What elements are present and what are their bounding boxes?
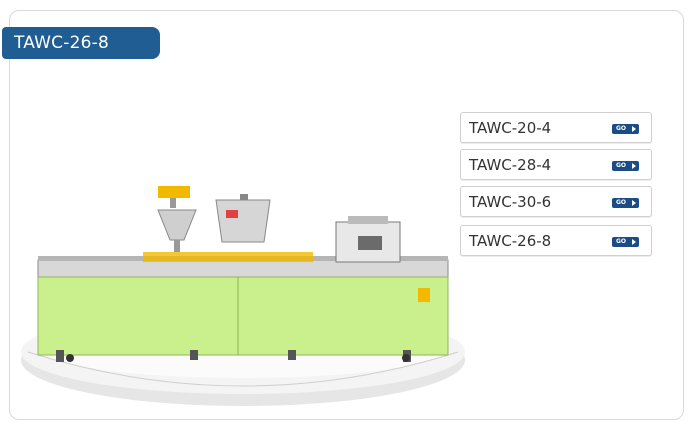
go-label: GO: [616, 125, 627, 132]
go-arrow-icon: [632, 239, 636, 245]
go-label: GO: [616, 238, 627, 245]
model-link-tawc-20-4[interactable]: TAWC-20-4 GO: [460, 112, 652, 143]
go-button[interactable]: GO: [612, 161, 639, 171]
go-button[interactable]: GO: [612, 124, 639, 134]
model-label: TAWC-20-4: [469, 119, 552, 137]
go-button[interactable]: GO: [612, 198, 639, 208]
go-arrow-icon: [632, 163, 636, 169]
go-arrow-icon: [632, 200, 636, 206]
go-button[interactable]: GO: [612, 237, 639, 247]
model-label: TAWC-26-8: [469, 232, 552, 250]
model-link-tawc-28-4[interactable]: TAWC-28-4 GO: [460, 149, 652, 180]
go-arrow-icon: [632, 126, 636, 132]
model-link-tawc-26-8[interactable]: TAWC-26-8 GO: [460, 225, 652, 256]
model-list: TAWC-20-4 GO TAWC-28-4 GO TAWC-30-6 GO T…: [460, 112, 652, 262]
model-label: TAWC-28-4: [469, 156, 552, 174]
go-label: GO: [616, 199, 627, 206]
model-link-tawc-30-6[interactable]: TAWC-30-6 GO: [460, 186, 652, 217]
page-title: TAWC-26-8: [2, 27, 160, 59]
model-label: TAWC-30-6: [469, 193, 552, 211]
go-label: GO: [616, 162, 627, 169]
machine-image: [21, 186, 465, 406]
